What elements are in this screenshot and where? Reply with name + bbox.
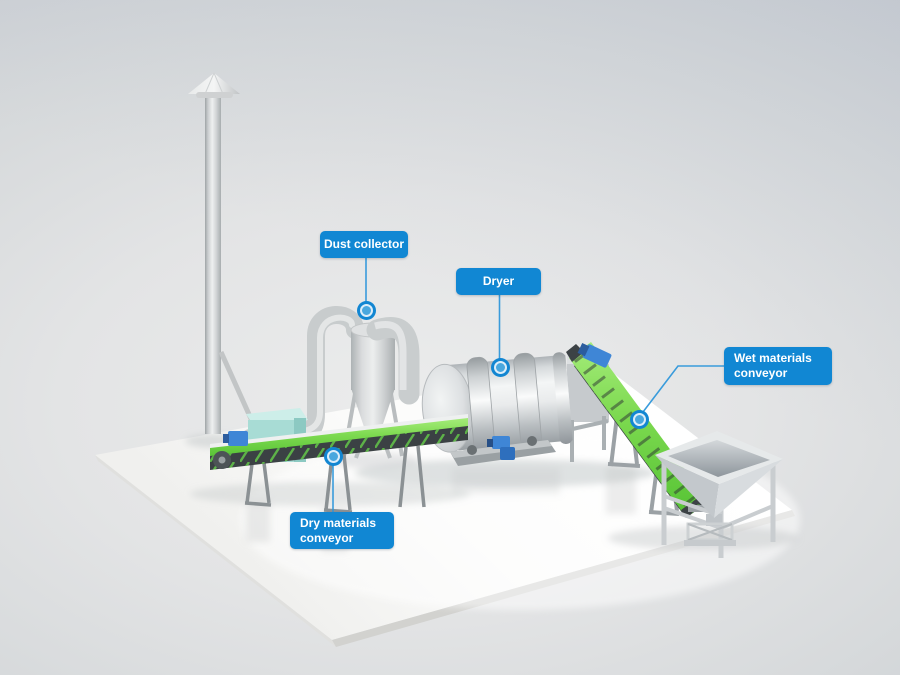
dry-conveyor-legs <box>244 445 426 514</box>
dryer-marker <box>493 360 507 374</box>
callout-dry-materials-conveyor-label: Dry materials conveyor <box>300 515 377 545</box>
leader-line-wet-conveyor <box>642 365 726 413</box>
hopper-feeder <box>684 514 736 546</box>
callout-dry-materials-conveyor: Dry materials conveyor <box>290 512 394 549</box>
hopper-opening <box>668 440 770 477</box>
wet-conveyor-motor <box>577 342 612 368</box>
hopper-funnel <box>714 459 783 518</box>
dry-materials-conveyor <box>210 414 468 514</box>
callout-wet-materials-conveyor: Wet materials conveyor <box>724 347 832 385</box>
callout-dust-collector: Dust collector <box>320 231 408 258</box>
chimney-pipe <box>205 94 221 434</box>
cyclone-cone <box>351 388 395 436</box>
dry-conveyor-belt <box>210 418 468 457</box>
callout-dryer: Dryer <box>456 268 541 295</box>
feed-hopper <box>655 431 783 558</box>
wet-conveyor-cleats <box>574 351 698 509</box>
dust-collector-marker <box>359 303 373 317</box>
dry-conveyor-motor <box>223 431 248 446</box>
drum-motor <box>487 436 515 460</box>
hopper-funnel <box>655 455 719 518</box>
drum-end-ring <box>552 352 573 445</box>
callout-wet-materials-conveyor-label: Wet materials conveyor <box>734 351 812 380</box>
dry-conveyor-marker <box>326 449 340 463</box>
wet-conveyor-marker <box>632 412 646 426</box>
dry-conveyor-side-wall <box>210 414 468 449</box>
callout-dryer-label: Dryer <box>482 274 515 288</box>
chimney-cap <box>188 73 240 94</box>
cyclone-body <box>351 330 395 390</box>
floor-shadows <box>185 434 798 552</box>
callout-dust-collector-label: Dust collector <box>323 237 404 251</box>
floor-edge-left <box>95 455 336 647</box>
